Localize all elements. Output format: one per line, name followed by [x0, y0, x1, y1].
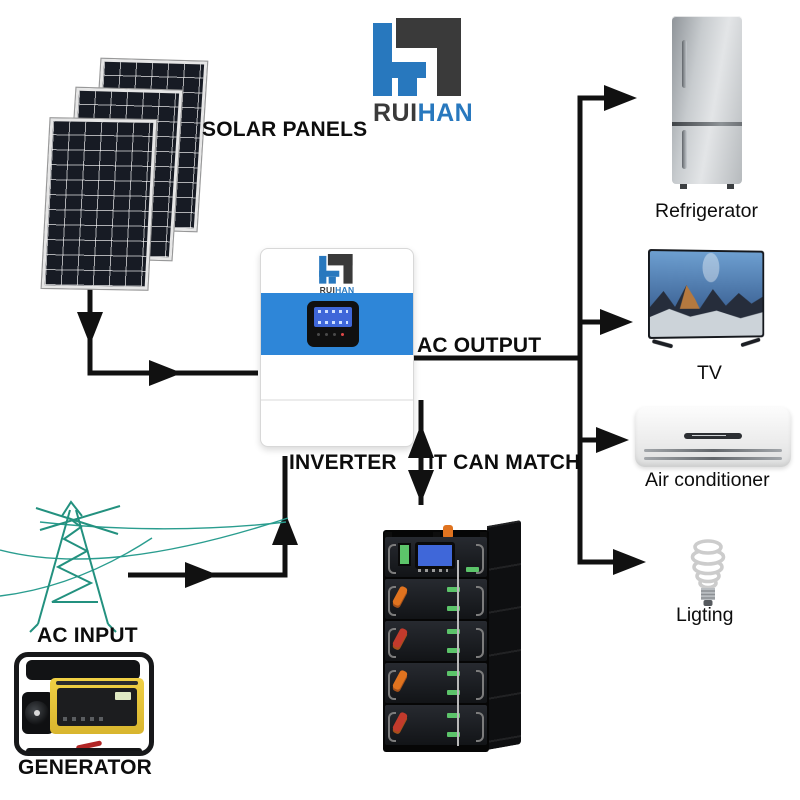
it-can-match-label: IT CAN MATCH — [428, 451, 581, 475]
inverter-icon: RUIHAN — [260, 248, 414, 447]
battery-module — [385, 663, 487, 703]
air-conditioner-label: Air conditioner — [645, 469, 770, 492]
tv-label: TV — [697, 362, 722, 385]
battery-module — [385, 537, 487, 577]
refrigerator-icon — [672, 16, 742, 184]
generator-icon — [14, 652, 154, 756]
arrow-right-ac — [596, 427, 629, 453]
inverter-label: INVERTER — [289, 451, 397, 475]
inverter-logo-icon — [319, 254, 355, 284]
battery-stack-icon — [383, 520, 525, 754]
inverter-lcd-screen — [314, 307, 352, 327]
inverter-display — [307, 301, 359, 347]
battery-module — [385, 705, 487, 745]
arrow-right-fridge — [604, 85, 637, 111]
battery-module — [385, 579, 487, 619]
bulb-branch-line — [580, 358, 620, 562]
arrow-right-bulb — [613, 549, 646, 575]
power-grid-pylon-icon — [0, 492, 292, 642]
tv-icon — [648, 249, 764, 339]
air-conditioner-icon — [635, 407, 791, 467]
generator-label: GENERATOR — [18, 756, 152, 780]
ac-output-label: AC OUTPUT — [417, 334, 541, 358]
ruihan-logo: RUIHAN — [373, 18, 467, 128]
arrow-right-solar — [149, 360, 182, 386]
battery-lcd-screen — [415, 542, 455, 569]
inverter-logo-text: RUIHAN — [261, 285, 413, 295]
battery-cable — [457, 560, 459, 746]
light-bulb-icon — [686, 536, 730, 610]
arrow-right-tv — [600, 309, 633, 335]
refrigerator-label: Refrigerator — [655, 200, 758, 223]
arrow-down-solar — [77, 312, 103, 345]
solar-panels-label: SOLAR PANELS — [202, 118, 367, 142]
solar-to-inverter-line — [90, 283, 258, 373]
solar-panel-icon — [42, 118, 157, 290]
ruihan-logo-icon — [373, 18, 467, 96]
lighting-label: Ligting — [676, 604, 733, 627]
ac-input-label: AC INPUT — [37, 624, 138, 648]
battery-module — [385, 621, 487, 661]
inverter-indicator-lights — [317, 333, 344, 336]
ruihan-logo-text: RUIHAN — [373, 99, 467, 128]
